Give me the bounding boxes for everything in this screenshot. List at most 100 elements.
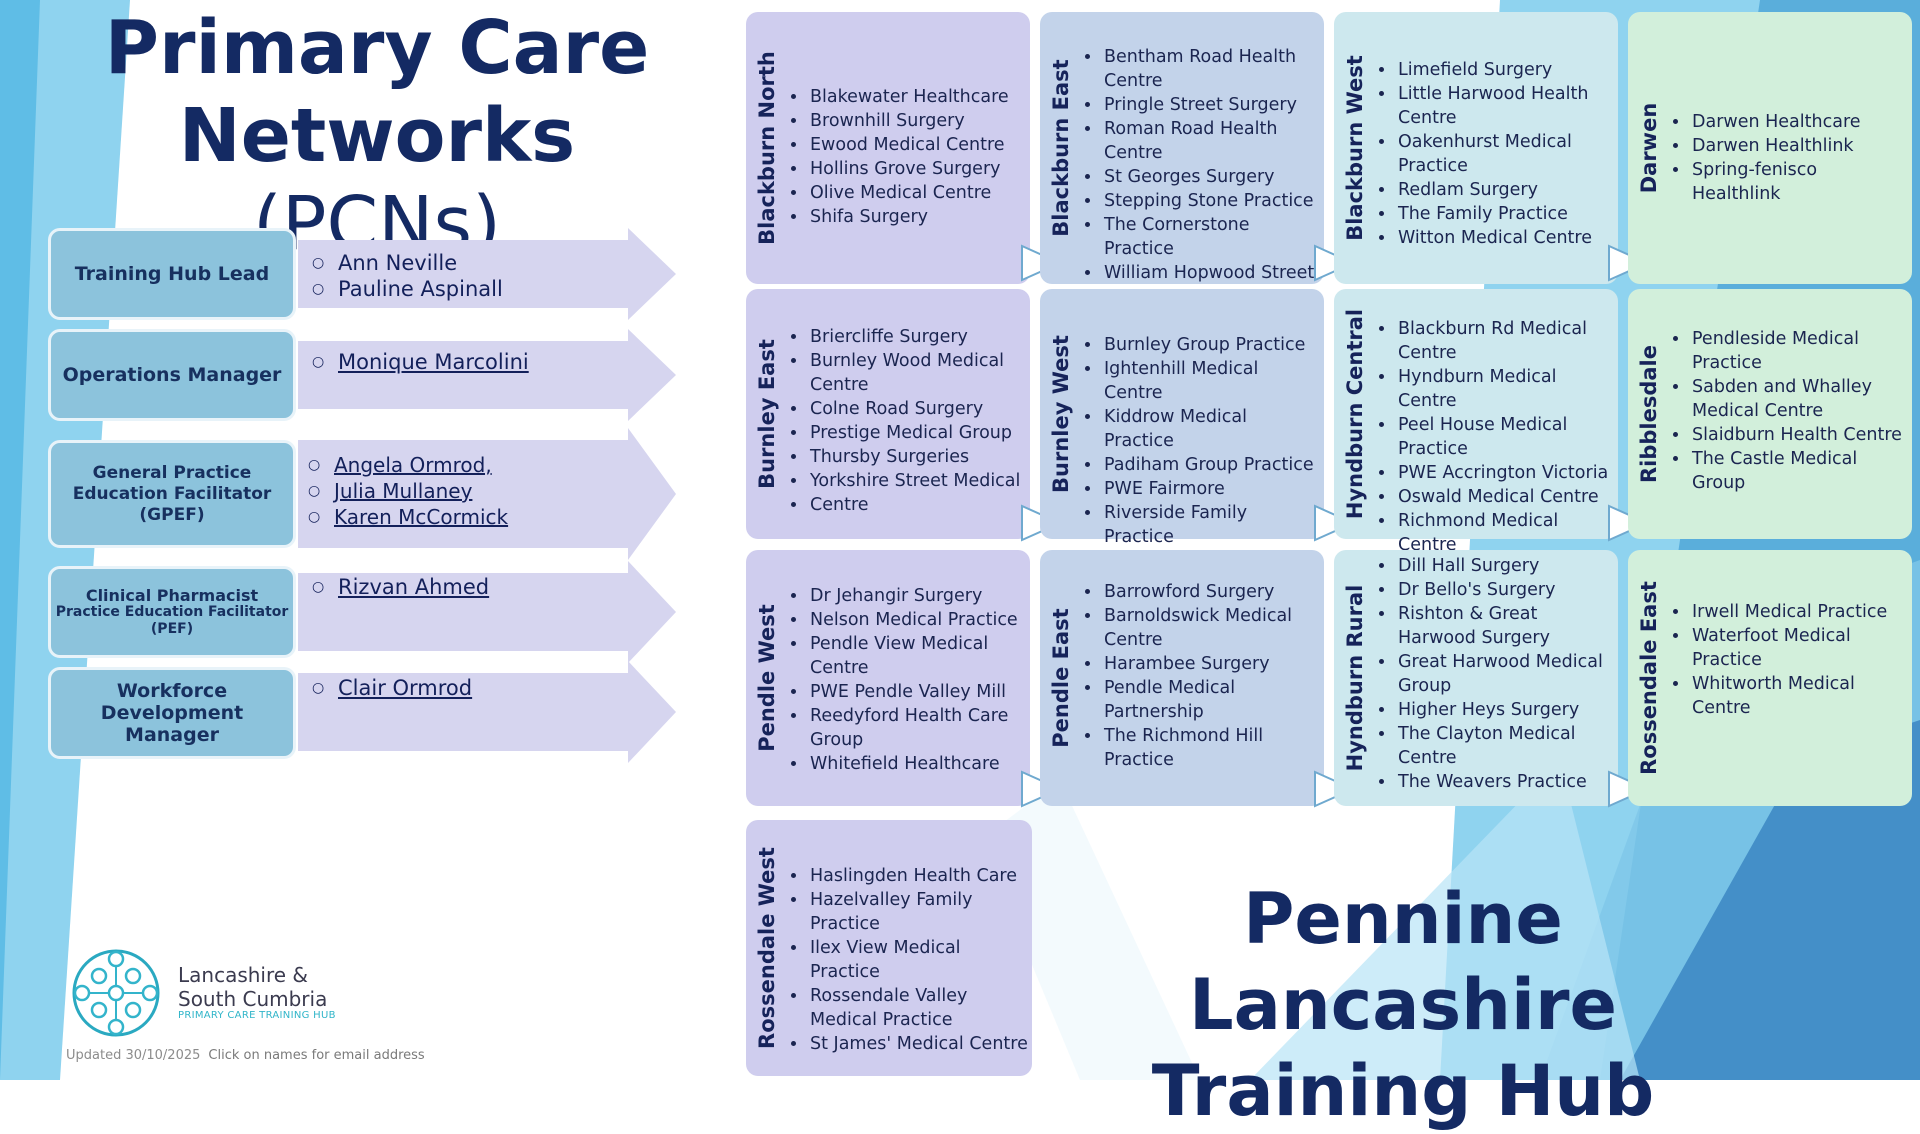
title-line-1: Primary Care — [104, 5, 650, 91]
practice-item: Pringle Street Surgery — [1102, 93, 1322, 117]
practice-list: Dill Hall SurgeryDr Bello's SurgeryRisht… — [1378, 554, 1616, 794]
name-link-item: Monique Marcolini — [310, 349, 529, 375]
practice-item: Pendle Medical Partnership — [1102, 676, 1322, 724]
practice-item: Barrowford Surgery — [1102, 580, 1322, 604]
pcn-card-blackburn-east: Blackburn EastBentham Road Health Centre… — [1040, 12, 1324, 307]
practice-item: The Family Practice — [1396, 202, 1616, 226]
practice-item: Kiddrow Medical Practice — [1102, 405, 1322, 453]
practice-item: Burnley Group Practice — [1102, 333, 1322, 357]
role-row-training-hub-lead: Training Hub Lead Ann Neville Pauline As… — [48, 228, 678, 320]
role-box-training-hub-lead: Training Hub Lead — [48, 228, 296, 320]
role-label-line: (PEF) — [150, 620, 194, 637]
email-link[interactable]: Monique Marcolini — [338, 350, 529, 374]
practice-item: Spring-fenisco Healthlink — [1690, 158, 1910, 206]
practice-item: Peel House Medical Practice — [1396, 413, 1616, 461]
practice-item: Shifa Surgery — [808, 205, 1028, 229]
email-link[interactable]: Julia Mullaney — [334, 479, 473, 503]
logo-line-1: Lancashire & — [178, 963, 309, 987]
pcn-card-hyndburn-central: Hyndburn CentralBlackburn Rd Medical Cen… — [1334, 289, 1618, 555]
pcn-card-blackburn-north: Blackburn NorthBlakewater HealthcareBrow… — [746, 12, 1030, 284]
practice-item: The Castle Medical Group — [1690, 447, 1910, 495]
practice-item: Slaidburn Health Centre — [1690, 423, 1910, 447]
role-row-gpef: General Practice Education Facilitator (… — [48, 428, 678, 560]
practice-item: Blakewater Healthcare — [808, 85, 1028, 109]
practice-list: Darwen HealthcareDarwen HealthlinkSpring… — [1672, 110, 1910, 206]
pcn-card-burnley-west: Burnley West Burnley Group PracticeIghten… — [1040, 289, 1324, 571]
name-link-item: Karen McCormick — [306, 504, 508, 530]
pcn-label: Darwen — [1628, 12, 1670, 284]
practice-item: Burnley Wood Medical Centre — [808, 349, 1028, 397]
logo-line-2: South Cumbria — [178, 987, 328, 1011]
practice-item: Rossendale Valley Medical Practice — [808, 984, 1030, 1032]
pcn-label: Blackburn East — [1040, 12, 1082, 284]
practice-item: Darwen Healthcare — [1690, 110, 1910, 134]
practice-list: Bentham Road Health CentrePringle Street… — [1084, 45, 1322, 309]
practice-item: Dill Hall Surgery — [1396, 554, 1616, 578]
logo-text: Lancashire & South Cumbria — [178, 963, 327, 1011]
practice-item: Harambee Surgery — [1102, 652, 1322, 676]
practice-item: Stepping Stone Practice — [1102, 189, 1322, 213]
practice-item: Colne Road Surgery — [808, 397, 1028, 421]
practice-item: Ightenhill Medical Centre — [1102, 357, 1322, 405]
practice-item: Brownhill Surgery — [808, 109, 1028, 133]
role-box-pef: Clinical Pharmacist Practice Education F… — [48, 566, 296, 658]
pcn-name: Darwen — [1637, 102, 1661, 194]
practice-list: Irwell Medical PracticeWaterfoot Medical… — [1672, 600, 1910, 720]
names-list: Ann Neville Pauline Aspinall — [310, 250, 503, 302]
pcn-name: Pendle West — [755, 604, 779, 752]
practice-item: Darwen Healthlink — [1690, 134, 1910, 158]
practice-item: Haslingden Health Care — [808, 864, 1030, 888]
practice-item: Bentham Road Health Centre — [1102, 45, 1322, 93]
practice-item: Thursby Surgeries — [808, 445, 1028, 469]
practice-item: Higher Heys Surgery — [1396, 698, 1616, 722]
practice-item: St James' Medical Centre — [808, 1032, 1030, 1056]
email-link[interactable]: Karen McCormick — [334, 505, 509, 529]
practice-item: The Richmond Hill Practice — [1102, 724, 1322, 772]
pcn-name: Ribblesdale — [1637, 344, 1661, 484]
practice-list: Pendleside Medical PracticeSabden and Wh… — [1672, 327, 1910, 495]
practice-item: The Weavers Practice — [1396, 770, 1616, 794]
pcn-name: Burnley East — [755, 339, 779, 489]
email-link[interactable]: Angela Ormrod, — [334, 453, 492, 477]
practice-item: Centre — [808, 493, 1028, 517]
names-list: Monique Marcolini — [310, 349, 529, 375]
practice-list: Blackburn Rd Medical CentreHyndburn Medi… — [1378, 317, 1616, 557]
name-link-item: Rizvan Ahmed — [310, 574, 489, 600]
pcn-label: Hyndburn Central — [1334, 289, 1376, 539]
practice-item: Ilex View Medical Practice — [808, 936, 1030, 984]
practice-item: Prestige Medical Group — [808, 421, 1028, 445]
practice-item: PWE Pendle Valley Mill — [808, 680, 1028, 704]
email-link[interactable]: Clair Ormrod — [338, 676, 473, 700]
role-box-operations-manager: Operations Manager — [48, 329, 296, 421]
practice-item: Blackburn Rd Medical Centre — [1396, 317, 1616, 365]
practice-item: Olive Medical Centre — [808, 181, 1028, 205]
updated-date: Updated 30/10/2025 — [66, 1048, 201, 1063]
practice-item: Yorkshire Street Medical — [808, 469, 1028, 493]
practice-item: Padiham Group Practice — [1102, 453, 1322, 477]
pcn-label: Blackburn West — [1334, 12, 1376, 284]
names-list: Angela Ormrod, Julia Mullaney Karen McCo… — [306, 452, 508, 530]
hub-title-line-1: Pennine Lancashire — [1189, 878, 1617, 1046]
pcn-name: Hyndburn Rural — [1343, 584, 1367, 772]
email-hint: Click on names for email address — [208, 1048, 425, 1063]
title-line-2-bold: Networks — [178, 93, 576, 179]
name-link-item: Julia Mullaney — [306, 478, 508, 504]
practice-item: Riverside Family Practice — [1102, 501, 1322, 549]
practice-item: Oakenhurst Medical Practice — [1396, 130, 1616, 178]
practice-list: Briercliffe SurgeryBurnley Wood Medical … — [790, 325, 1028, 517]
name-item: Ann Neville — [310, 250, 503, 276]
pcn-card-hyndburn-rural: Hyndburn Rural Dill Hall SurgeryDr Bello'… — [1334, 550, 1618, 806]
pcn-card-ribblesdale: Ribblesdale Pendleside Medical PracticeSa… — [1628, 289, 1912, 539]
practice-item: Limefield Surgery — [1396, 58, 1616, 82]
practice-item: The Clayton Medical Centre — [1396, 722, 1616, 770]
pcn-label: Burnley West — [1040, 289, 1082, 539]
practice-item: St Georges Surgery — [1102, 165, 1322, 189]
pcn-name: Rossendale West — [755, 847, 779, 1049]
email-link[interactable]: Rizvan Ahmed — [338, 575, 490, 599]
pcn-label: Pendle East — [1040, 550, 1082, 806]
hub-title-line-2: Training Hub — [1151, 1050, 1655, 1132]
pcn-card-rossendale-west: Rossendale WestHaslingden Health CareHaz… — [746, 820, 1032, 1076]
practice-item: Pendleside Medical Practice — [1690, 327, 1910, 375]
role-box-gpef: General Practice Education Facilitator (… — [48, 440, 296, 548]
pcn-card-pendle-west: Pendle WestDr Jehangir SurgeryNelson Med… — [746, 550, 1030, 806]
